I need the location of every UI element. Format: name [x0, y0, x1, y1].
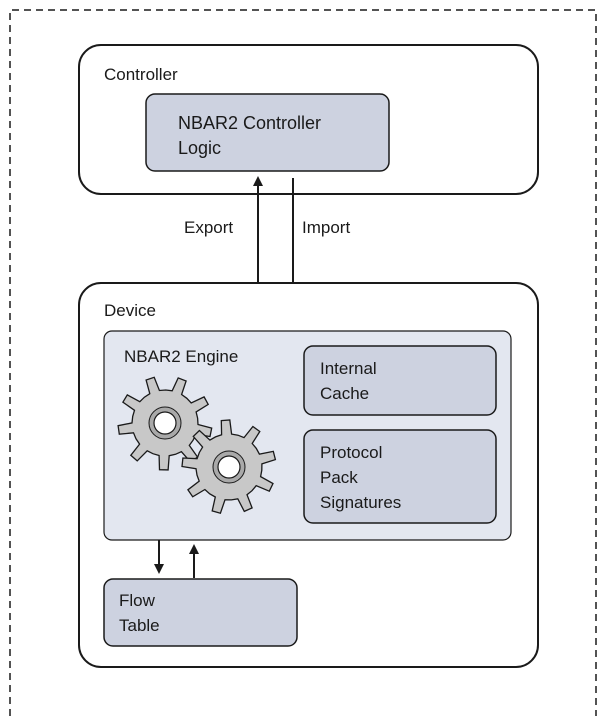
internal-cache-line2: Cache [320, 384, 369, 403]
gear-icon [117, 376, 213, 471]
flow-table-line1: Flow [119, 591, 156, 610]
engine-title: NBAR2 Engine [124, 347, 238, 366]
flow-table-line2: Table [119, 616, 160, 635]
import-label: Import [302, 218, 350, 237]
controller-logic-box [145, 93, 390, 172]
controller-logic-line2: Logic [178, 138, 221, 158]
internal-cache-line1: Internal [320, 359, 377, 378]
device-title: Device [104, 301, 156, 320]
controller-logic-line1: NBAR2 Controller [178, 113, 321, 133]
protocol-pack-line1: Protocol [320, 443, 382, 462]
protocol-pack-box [303, 429, 497, 524]
gear-hole [153, 411, 177, 435]
internal-cache-box [303, 345, 497, 416]
protocol-pack-line3: Signatures [320, 493, 401, 512]
flow-table-box [103, 578, 298, 647]
outer-dashed-border [9, 9, 597, 716]
protocol-pack-line2: Pack [320, 468, 358, 487]
gear-icon [181, 419, 277, 514]
gear-hole [217, 455, 241, 479]
controller-title: Controller [104, 65, 178, 84]
export-label: Export [184, 218, 233, 237]
